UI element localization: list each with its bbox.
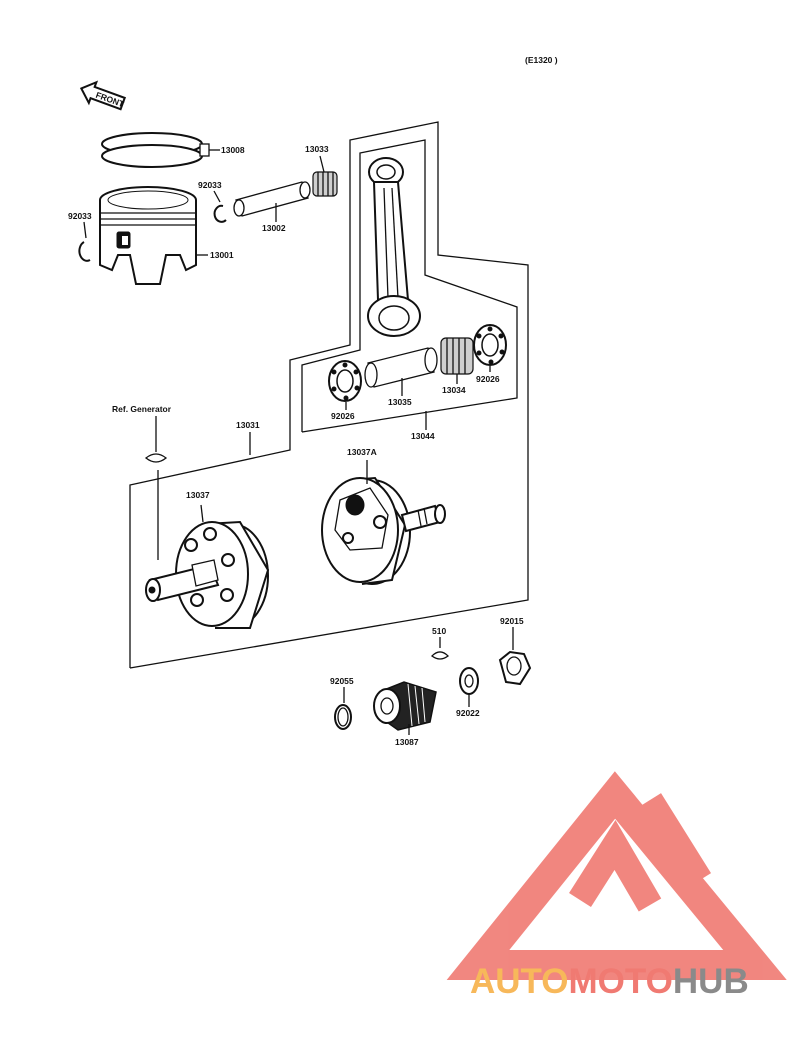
big-end-bearing [440, 337, 474, 375]
left-flywheel [145, 520, 270, 629]
circlip-right [213, 204, 227, 223]
woodruff-key-top [144, 453, 168, 463]
label-92026-b: 92026 [476, 374, 500, 384]
label-13001: 13001 [210, 250, 234, 260]
piston-rings [101, 132, 220, 168]
label-92015: 92015 [500, 616, 524, 626]
label-92033-a: 92033 [198, 180, 222, 190]
label-92026-a: 92026 [331, 411, 355, 421]
watermark-text: AUTOMOTOHUB [470, 962, 749, 1001]
ref-generator-label: Ref. Generator [112, 404, 172, 414]
label-92033-b: 92033 [68, 211, 92, 221]
crankshaft-nut [498, 650, 532, 686]
label-13037: 13037 [186, 490, 210, 500]
label-13034: 13034 [442, 385, 466, 395]
connecting-rod-kit-outline [301, 139, 518, 433]
crank-pin [364, 347, 438, 388]
front-arrow-icon: FRONT [79, 80, 126, 111]
right-flywheel [321, 476, 446, 585]
woodruff-key [431, 651, 449, 660]
primary-gear [373, 681, 437, 731]
thrust-washer-right [473, 324, 507, 366]
watermark-moto: MOTO [569, 962, 673, 1001]
label-92055: 92055 [330, 676, 354, 686]
crankshaft-assembly-outline [129, 121, 529, 669]
label-13031: 13031 [236, 420, 260, 430]
circlip-left [78, 241, 91, 262]
diagram-code: (E1320 ) [525, 55, 558, 65]
piston-pin [233, 181, 311, 217]
label-13037A: 13037A [347, 447, 377, 457]
small-end-bearing [312, 171, 338, 197]
label-13044: 13044 [411, 431, 435, 441]
piston [99, 186, 208, 285]
label-13033: 13033 [305, 144, 329, 154]
label-13035: 13035 [388, 397, 412, 407]
label-13087: 13087 [395, 737, 419, 747]
watermark-hub: HUB [673, 962, 749, 1001]
thrust-washer-left [328, 360, 362, 402]
label-13008: 13008 [221, 145, 245, 155]
connecting-rod [367, 157, 421, 337]
washer [459, 667, 479, 695]
label-92022: 92022 [456, 708, 480, 718]
o-ring [334, 704, 352, 730]
watermark-auto: AUTO [470, 962, 569, 1001]
label-510: 510 [432, 626, 446, 636]
label-13002: 13002 [262, 223, 286, 233]
automotohub-logo [446, 771, 787, 980]
